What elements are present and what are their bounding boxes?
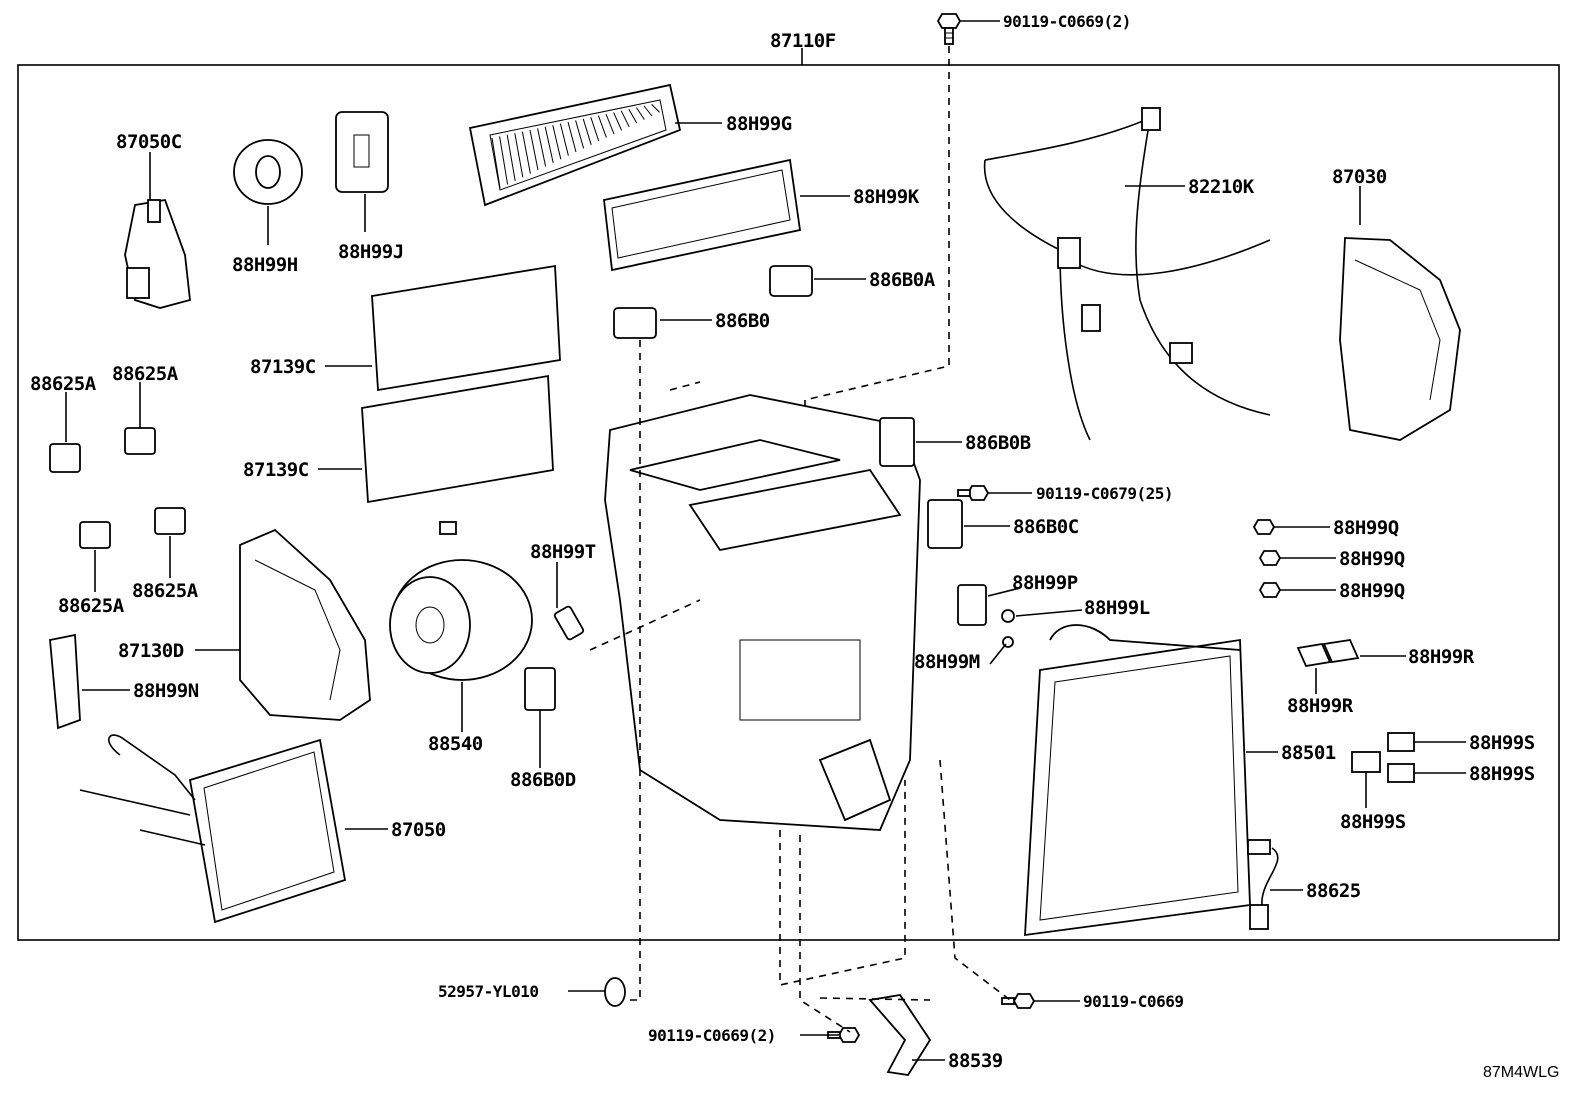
part-label: 886B0B	[965, 432, 1031, 454]
part-label: 88H99K	[853, 186, 920, 208]
part-label: 886B0	[715, 310, 770, 332]
part-label: 87139C	[243, 459, 309, 481]
part-label: 88H99S	[1469, 763, 1535, 785]
grille-slat	[605, 113, 615, 135]
part-label: 88H99J	[338, 241, 404, 263]
grille-slat	[499, 136, 509, 185]
part-label: 88H99L	[1084, 597, 1150, 619]
part-label: 88501	[1281, 742, 1336, 764]
clip-icon	[613, 265, 813, 339]
diagram-reference-code: 87M4WLG	[1483, 1064, 1559, 1081]
grille-slat	[506, 134, 516, 181]
duct-pipe-icon	[868, 994, 932, 1076]
grille-slat	[559, 123, 569, 156]
blower-motor-icon	[389, 521, 533, 681]
grille-slat	[597, 115, 607, 138]
part-label: 886B0C	[1013, 516, 1079, 538]
grille-slat	[544, 126, 554, 163]
part-label: 87050	[391, 819, 446, 841]
grille-slat	[552, 125, 562, 160]
heater-core-icon	[1024, 624, 1251, 937]
part-label: 88H99G	[726, 113, 792, 135]
part-label: 88H99Q	[1339, 580, 1405, 602]
grommet-icon	[604, 977, 626, 1007]
part-label: 88H99H	[232, 254, 298, 276]
part-label: 88625A	[112, 363, 179, 385]
hvac-housing-icon	[604, 394, 921, 831]
grille-slat	[514, 133, 524, 178]
filter-frame-icon	[603, 158, 802, 272]
part-label: 88H99N	[133, 680, 199, 702]
grille-slat	[643, 105, 653, 117]
part-label: 88625	[1306, 880, 1361, 902]
grille-slat	[537, 128, 547, 167]
grille-slat	[582, 118, 592, 145]
strip-icon	[49, 633, 81, 730]
grille-slat	[628, 108, 638, 124]
bolt-icon	[936, 13, 962, 45]
part-label: 886B0A	[869, 269, 936, 291]
seal-ring-icon	[233, 139, 303, 205]
grille-slat	[620, 110, 630, 128]
sensor-module-icon	[124, 198, 191, 309]
part-label: 52957-YL010	[438, 982, 538, 1001]
part-label: 88H99T	[530, 541, 596, 563]
part-label: 87139C	[250, 356, 316, 378]
part-label: 88H99S	[1340, 811, 1406, 833]
grille-slat	[529, 129, 539, 171]
screw-icon	[1252, 519, 1282, 598]
screw-icon	[957, 485, 990, 501]
part-label: 88625A	[30, 373, 97, 395]
cabin-filter-icon	[361, 264, 561, 504]
bolt-icon	[827, 993, 1036, 1043]
grille-slat	[491, 137, 501, 189]
grille-slat	[613, 112, 623, 131]
part-labels: 87110F 90119-C0669(2) 87050C 88H99H 88H9…	[30, 12, 1535, 1072]
part-label: 886B0D	[510, 769, 576, 791]
part-label: 88H99R	[1408, 646, 1475, 668]
blower-case-icon	[239, 528, 371, 721]
part-label: 88H99M	[914, 651, 980, 673]
part-label: 87030	[1332, 166, 1387, 188]
wire-harness-icon	[983, 107, 1271, 441]
grille-slat	[521, 131, 531, 174]
leader-lines	[65, 122, 1466, 1061]
part-label: 87130D	[118, 640, 184, 662]
part-label: 90119-C0679(25)	[1036, 484, 1173, 503]
part-label: 88625A	[58, 595, 125, 617]
evaporator-core-icon	[79, 734, 347, 924]
pad-icon	[1296, 639, 1415, 783]
part-label: 90119-C0669	[1083, 992, 1183, 1011]
part-label: 90119-C0669(2)	[1003, 12, 1131, 31]
part-label: 88625A	[132, 580, 199, 602]
part-label: 88540	[428, 733, 483, 755]
part-label: 88H99R	[1287, 695, 1354, 717]
cover-icon	[1339, 237, 1461, 441]
grille-slat	[575, 120, 585, 149]
part-label: 88H99S	[1469, 732, 1535, 754]
part-label: 82210K	[1188, 176, 1255, 198]
grille-slat	[567, 121, 577, 153]
grille-slat	[635, 107, 645, 120]
part-label: 88H99Q	[1339, 548, 1405, 570]
part-label: 87050C	[116, 131, 182, 153]
part-label: 87110F	[770, 30, 836, 52]
grille-slat	[590, 117, 600, 142]
assembly-frame	[17, 64, 1560, 941]
small-sensor-icon	[49, 427, 186, 549]
grille-slat	[651, 104, 660, 113]
part-label: 90119-C0669(2)	[648, 1026, 776, 1045]
temperature-sensor-icon	[1247, 839, 1279, 930]
part-label: 88H99P	[1012, 572, 1078, 594]
actuator-icon	[524, 417, 1015, 711]
pad-icon	[335, 111, 389, 193]
filter-grille-icon	[468, 83, 682, 207]
part-label: 88H99Q	[1333, 517, 1399, 539]
part-label: 88539	[948, 1050, 1003, 1072]
